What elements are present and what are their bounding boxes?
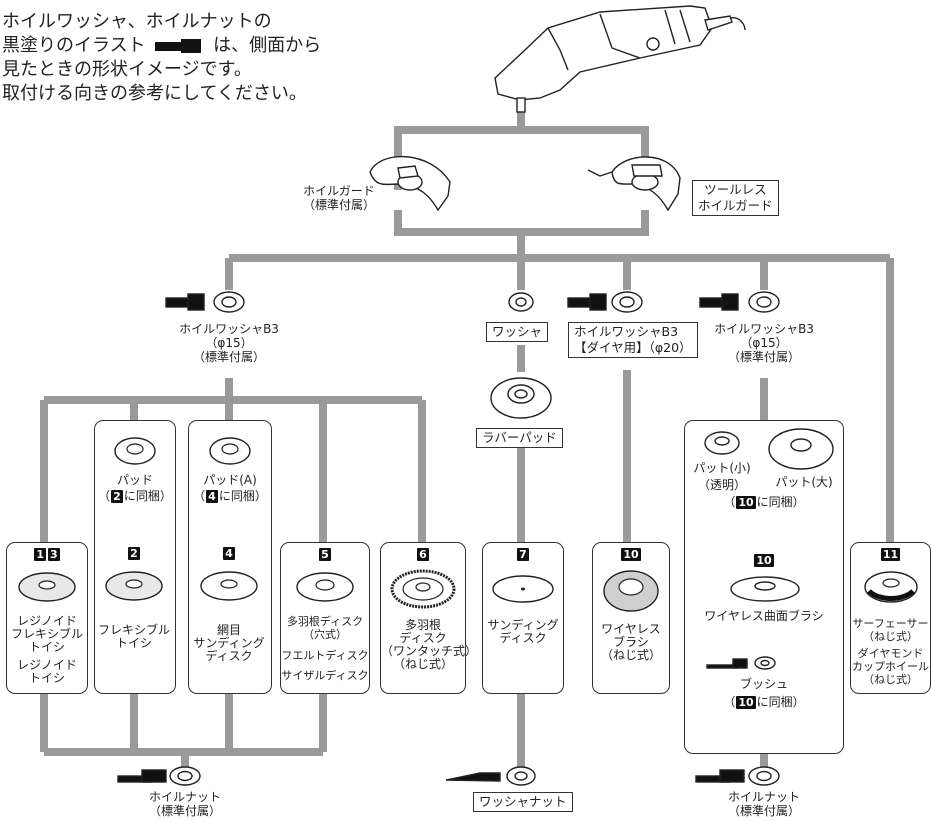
label-accessory-10: ワイヤレス ブラシ （ねじ式） bbox=[600, 622, 661, 662]
resinoid-wheel-illustration bbox=[18, 572, 76, 602]
badge-7: 7 bbox=[517, 548, 529, 561]
flexible-wheel-illustration bbox=[105, 571, 163, 601]
label-rubber-pad: ラバーパッド bbox=[476, 428, 563, 448]
note-line-4: 取付ける向きの参考にしてください。 bbox=[2, 83, 307, 104]
pad-illustration bbox=[114, 437, 156, 465]
badge-3: 3 bbox=[48, 548, 60, 561]
badge-2: 2 bbox=[111, 490, 123, 503]
badge-10-bush: 10 bbox=[736, 696, 756, 709]
label-accessory-2: フレキシブル トイシ bbox=[97, 623, 170, 650]
label-wireless-curved-brush: ワイヤレス曲面ブラシ bbox=[704, 609, 824, 623]
card-accessory-11: 11 サーフェーサー （ねじ式） ダイヤモンド カップホイール （ねじ式） bbox=[850, 542, 931, 694]
label-diamond-washer: ホイルワッシャB3 【ダイヤ用】（φ20） bbox=[568, 322, 698, 358]
card-accessory-6: 6 多羽根 ディスク （ワンタッチ式） （ねじ式） bbox=[380, 542, 478, 694]
label-accessory-5: 多羽根ディスク （穴式） bbox=[286, 615, 364, 641]
note-line-3: 見たときの形状イメージです。 bbox=[2, 59, 252, 80]
label-accessory-11: サーフェーサー （ねじ式） bbox=[852, 617, 929, 643]
mesh-disc-illustration bbox=[200, 571, 258, 601]
label-accessory-13: レジノイド フレキシブル トイシ bbox=[10, 614, 83, 654]
badge-10-pads: 10 bbox=[736, 496, 756, 509]
badge-11: 11 bbox=[880, 548, 901, 561]
badge-4: 4 bbox=[206, 490, 218, 503]
pad-a-illustration bbox=[209, 437, 251, 465]
label-bush: ブッシュ bbox=[739, 677, 788, 691]
label-toolless-guard: ツールレス ホイルガード bbox=[692, 180, 779, 216]
note-line-2: 黒塗りのイラスト は、側面から bbox=[2, 34, 321, 58]
label-accessory-11b: ダイヤモンド カップホイール （ねじ式） bbox=[852, 647, 929, 686]
label-wheel-nut-left: ホイルナット （標準付属） bbox=[148, 790, 221, 818]
label-wheel-washer-left: ホイルワッシャB3 （φ15） （標準付属） bbox=[179, 322, 279, 364]
note-line-2a: 黒塗りのイラスト bbox=[2, 35, 146, 56]
label-pad-a: パッド(A) bbox=[203, 473, 257, 487]
label-felt-disc: フエルトディスク bbox=[281, 649, 369, 662]
note-line-2b: は、側面から bbox=[213, 35, 322, 56]
note-block: ホイルワッシャ、ホイルナットの 黒塗りのイラスト は、側面から 見たときの形状イ… bbox=[2, 10, 321, 106]
wireless-brush-illustration bbox=[603, 570, 659, 612]
badge-5: 5 bbox=[319, 548, 331, 561]
badge-4-row: 4 bbox=[223, 547, 235, 560]
label-accessory-13b: レジノイド トイシ bbox=[17, 658, 77, 685]
note-line-1: ホイルワッシャ、ホイルナットの bbox=[2, 11, 272, 32]
badge-10: 10 bbox=[621, 548, 641, 561]
card-accessory-10: 10 ワイヤレス ブラシ （ねじ式） bbox=[592, 542, 670, 694]
label-wheel-guard: ホイルガード （標準付属） bbox=[302, 184, 375, 212]
badge-10-curved: 10 bbox=[754, 554, 774, 567]
badge-2-row: 2 bbox=[128, 547, 140, 560]
label-pad: パッド bbox=[116, 473, 153, 487]
surfacer-illustration bbox=[864, 571, 918, 603]
right-card-illustrations bbox=[704, 428, 834, 670]
label-pad-large: パット(大) bbox=[775, 475, 833, 489]
badge-1: 1 bbox=[34, 548, 46, 561]
label-accessory-7: サンディング ディスク bbox=[487, 618, 559, 645]
label-pad-small: パット(小) （透明） bbox=[693, 461, 751, 492]
label-sisal-disc: サイザルディスク bbox=[281, 669, 369, 682]
sanding-disc-illustration bbox=[492, 575, 554, 603]
label-washer: ワッシャ bbox=[486, 322, 549, 342]
multi-flap-disc-illustration bbox=[390, 569, 456, 609]
label-accessory-6: 多羽根 ディスク （ワンタッチ式） （ねじ式） bbox=[381, 618, 478, 671]
label-accessory-4: 網目 サンディング ディスク bbox=[193, 623, 265, 663]
card-accessory-5: 5 多羽根ディスク （穴式） フエルトディスク サイザルディスク bbox=[280, 542, 370, 694]
label-wheel-washer-right: ホイルワッシャB3 （φ15） （標準付属） bbox=[714, 322, 814, 364]
badge-6: 6 bbox=[417, 548, 429, 561]
label-wheel-nut-right: ホイルナット （標準付属） bbox=[727, 790, 800, 818]
flap-disc-illustration bbox=[296, 572, 354, 602]
label-washer-nut: ワッシャナット bbox=[473, 792, 573, 812]
card-accessory-7: 7 サンディング ディスク bbox=[482, 542, 564, 694]
washer-silhouette-icon bbox=[155, 39, 202, 53]
